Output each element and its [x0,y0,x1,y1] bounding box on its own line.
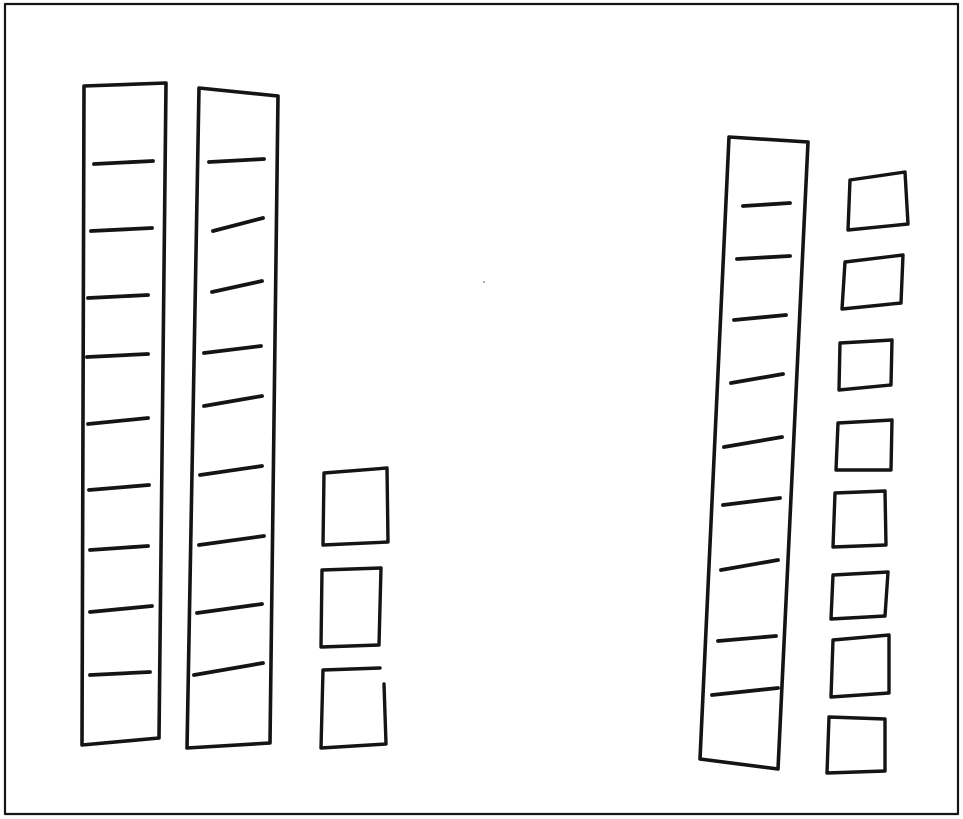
rod-division [91,228,152,231]
ten-rod [82,83,166,745]
rod-division [94,161,153,164]
unit-cube [848,172,908,230]
unit-cubes [321,468,388,748]
right-group [700,137,908,773]
rod-division [212,281,262,292]
rod-division [213,218,263,231]
unit-cube [323,468,388,545]
rod-division [737,256,790,259]
rod-division [209,159,264,162]
rod-division [204,346,261,353]
ten-rod [700,137,808,769]
rod-division [723,498,780,505]
rod-division [90,546,148,550]
rod-division [88,418,148,424]
frame-border [5,4,958,814]
left-group [82,83,388,748]
rod-division [199,536,264,545]
ten-rod [187,88,278,748]
rod-division [204,396,262,406]
unit-cube [836,420,892,470]
rod-division [718,636,776,641]
rod-division [88,295,148,298]
unit-cubes [827,172,908,773]
unit-cube [321,668,386,748]
unit-cube [833,491,886,547]
rod-division [90,672,150,675]
unit-cube [831,572,888,619]
unit-cube [827,717,885,773]
rod-outline [82,83,166,745]
rod-division [87,354,148,357]
rod-division [724,437,782,447]
scan-speck [483,281,485,283]
unit-cube [839,340,892,390]
unit-cube [831,635,889,697]
rod-division [721,560,778,570]
unit-cube [321,568,381,647]
rod-division [734,315,786,320]
unit-cube [842,255,903,309]
rod-division [194,663,263,675]
rod-division [90,606,152,612]
rod-division [197,604,262,613]
rod-division [89,485,149,490]
rod-division [743,203,790,206]
rod-outline [187,88,278,748]
rod-outline [700,137,808,769]
rod-division [200,466,262,475]
rod-division [712,688,778,695]
rod-division [731,374,783,383]
